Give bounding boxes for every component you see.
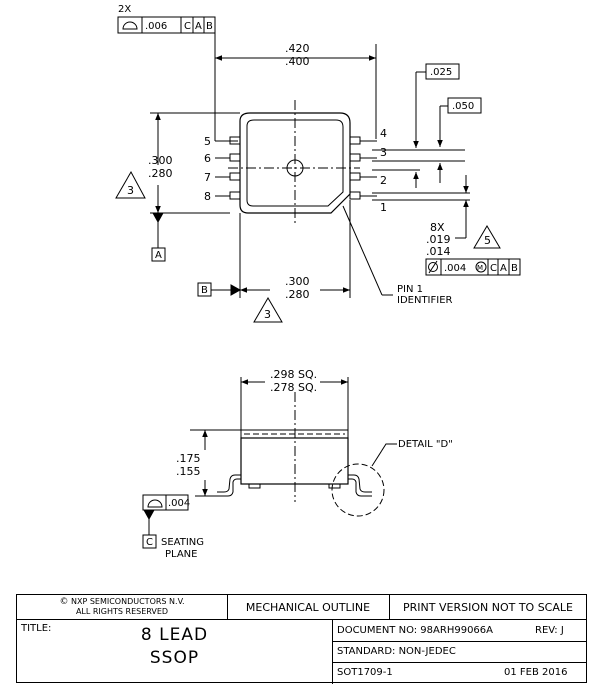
package-code: SOT1709-1 — [337, 667, 393, 678]
bottom-pad-left — [248, 483, 261, 489]
fcf-top: .006 C A B — [117, 16, 216, 34]
datum-c-box — [142, 534, 157, 549]
standard: STANDARD: NON-JEDEC — [337, 646, 456, 657]
fcf-leads-tolerance: .004 — [444, 263, 466, 274]
side-view: .298 SQ. .278 SQ. .175 .155 DETAIL "D" — [142, 368, 453, 560]
copyright-line1: © NXP SEMICONDUCTORS N.V. — [17, 597, 227, 607]
lead-4 — [349, 136, 361, 145]
dim-pitch-ref: .050 — [452, 101, 474, 112]
package-body-inner — [246, 119, 344, 207]
datum-a-box — [151, 247, 166, 262]
fcf-leads-datum-3: B — [511, 263, 518, 274]
package-body — [239, 112, 351, 214]
title-line1: 8 LEAD — [140, 625, 209, 645]
note-triangle-3-bottom — [253, 297, 283, 323]
note-triangle-3-left — [115, 170, 146, 199]
pin-label-1: 1 — [380, 201, 387, 214]
dim-width-min: .400 — [285, 55, 310, 68]
dim-body-height-min: .280 — [148, 167, 173, 180]
dim-pitch: .025 — [430, 67, 452, 78]
lead-6 — [229, 153, 241, 162]
package-outline-drawing: 2X .006 C A B .420 .400 .025 .050 — [115, 4, 521, 560]
dim-body-width-max: .300 — [285, 275, 310, 288]
fcf-top-datum-3: B — [206, 21, 213, 32]
copyright-line2: ALL RIGHTS RESERVED — [75, 607, 169, 616]
outline-type: MECHANICAL OUTLINE — [245, 601, 371, 614]
surface-profile-icon — [122, 21, 138, 30]
diameter-icon — [428, 260, 438, 274]
lead-3 — [349, 153, 361, 162]
revision: REV: J — [535, 625, 564, 636]
lead-width-count: 8X — [430, 221, 445, 234]
lead-5 — [229, 136, 241, 145]
fcf-top-datum-2: A — [195, 21, 202, 32]
pin-label-8: 8 — [204, 190, 211, 203]
fcf-leads-datum-1: C — [490, 263, 497, 274]
copyright-icon: © — [59, 597, 69, 607]
lead-2 — [349, 172, 361, 181]
title-block: © NXP SEMICONDUCTORS N.V. ALL RIGHTS RES… — [16, 594, 587, 684]
bottom-pad-right — [328, 483, 341, 489]
datum-a: A — [155, 250, 162, 261]
seating-line2: PLANE — [165, 549, 197, 560]
note-triangle-5 — [473, 225, 501, 249]
dim-height-min: .155 — [176, 465, 201, 478]
lead-width-min: .014 — [426, 245, 451, 258]
datum-b: B — [201, 285, 208, 296]
surface-profile-icon — [147, 499, 163, 508]
lead-7 — [229, 172, 241, 181]
print-note: PRINT VERSION NOT TO SCALE — [403, 601, 573, 614]
mmc-modifier-icon — [475, 261, 487, 273]
date: 01 FEB 2016 — [504, 667, 568, 678]
pin1-label-line1: PIN 1 — [397, 284, 423, 295]
title-line2: SSOP — [149, 648, 200, 668]
pin-label-6: 6 — [204, 152, 211, 165]
side-body — [240, 437, 349, 485]
fcf-flatness-tolerance: .004 — [168, 498, 190, 509]
pin1-label-line2: IDENTIFIER — [397, 295, 453, 306]
lead-1 — [349, 191, 361, 200]
copyright: © NXP SEMICONDUCTORS N.V. ALL RIGHTS RES… — [17, 597, 227, 616]
lead-8 — [229, 191, 241, 200]
top-view: 2X .006 C A B .420 .400 .025 .050 — [115, 4, 521, 323]
pin-label-5: 5 — [204, 135, 211, 148]
detail-label: DETAIL "D" — [398, 439, 453, 450]
lead-width-max: .019 — [426, 233, 451, 246]
note-3-bottom: 3 — [264, 308, 271, 321]
datum-c: C — [146, 537, 153, 548]
fcf-leads-modifier: M — [477, 264, 483, 272]
pin-label-7: 7 — [204, 171, 211, 184]
title-label: TITLE: — [21, 623, 52, 634]
detail-d-circle — [331, 463, 385, 517]
pin-label-3: 3 — [380, 146, 387, 159]
dim-height-max: .175 — [176, 452, 201, 465]
dim-body-height-max: .300 — [148, 154, 173, 167]
dim-body-width-min: .280 — [285, 288, 310, 301]
fcf-leads: .004 M C A B — [425, 258, 521, 276]
fcf-leads-datum-2: A — [500, 263, 507, 274]
note-3-left: 3 — [127, 184, 134, 197]
note-5: 5 — [484, 234, 491, 247]
gull-lead-right — [348, 474, 372, 493]
dim-width-max: .420 — [285, 42, 310, 55]
fcf-top-tolerance: .006 — [145, 21, 167, 32]
dim-square-max: .298 SQ. — [270, 368, 317, 381]
seating-line1: SEATING — [161, 537, 204, 548]
pin-label-2: 2 — [380, 174, 387, 187]
fcf-flatness: .004 — [142, 494, 190, 511]
pin-label-4: 4 — [380, 127, 387, 140]
gull-lead-left — [217, 474, 241, 493]
dim-square-min: .278 SQ. — [270, 381, 317, 394]
document-no: DOCUMENT NO: 98ARH99066A — [337, 625, 493, 636]
lead-count-prefix: 2X — [118, 4, 131, 15]
fcf-top-datum-1: C — [184, 21, 191, 32]
copyright-text-1: NXP SEMICONDUCTORS N.V. — [70, 597, 185, 606]
center-mark — [286, 159, 304, 177]
